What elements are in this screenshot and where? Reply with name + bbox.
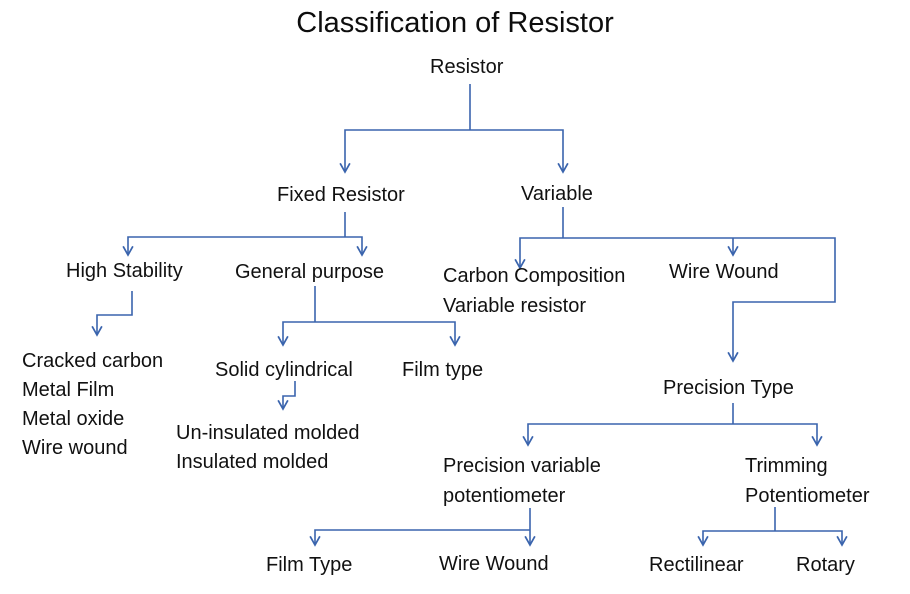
list-item-cracked-carbon: Cracked carbon — [22, 350, 164, 372]
connector-to-variable — [470, 129, 569, 174]
list-item-uninsulated-molded: Un-insulated molded — [176, 422, 360, 444]
node-trimming-line1: Trimming — [745, 455, 828, 477]
high-stability-type-list: Cracked carbon Metal Film Metal oxide Wi… — [22, 347, 163, 463]
solid-cylindrical-type-list: Un-insulated molded Insulated molded — [176, 419, 359, 477]
connector-to-film-type-pot — [309, 529, 530, 547]
list-item-metal-film: Metal Film — [22, 379, 115, 401]
node-precision-type: Precision Type — [663, 377, 794, 399]
node-fixed-resistor: Fixed Resistor — [277, 184, 405, 206]
node-precision-variable-line1: Precision variable — [443, 455, 601, 477]
page-title: Classification of Resistor — [296, 7, 614, 39]
node-trimming-line2: Potentiometer — [745, 485, 870, 507]
connector-to-trimming — [733, 423, 823, 447]
connector-to-fixed-resistor — [339, 129, 470, 174]
connector-high-stability-elbow — [91, 291, 133, 337]
node-rotary: Rotary — [796, 554, 855, 576]
node-resistor: Resistor — [430, 56, 504, 78]
connector-to-solid-cylindrical — [277, 321, 315, 347]
node-general-purpose: General purpose — [235, 261, 384, 283]
node-carbon-composition-line1: Carbon Composition — [443, 265, 626, 287]
node-trimming-potentiometer: Trimming Potentiometer — [745, 451, 870, 511]
connector-to-rectilinear — [697, 530, 775, 547]
connector-to-high-stability — [122, 236, 345, 257]
node-carbon-composition: Carbon Composition Variable resistor — [443, 261, 625, 321]
node-film-type-potentiometer: Film Type — [266, 554, 353, 576]
node-precision-variable-line2: potentiometer — [443, 485, 566, 507]
node-rectilinear: Rectilinear — [649, 554, 744, 576]
node-precision-variable-potentiometer: Precision variable potentiometer — [443, 451, 601, 511]
list-item-insulated-molded: Insulated molded — [176, 451, 329, 473]
connector-to-film-type — [315, 321, 461, 347]
connector-to-precision-type — [563, 237, 836, 363]
node-wire-wound-potentiometer: Wire Wound — [439, 553, 549, 575]
node-variable: Variable — [521, 183, 593, 205]
connector-to-rotary — [775, 530, 848, 547]
connector-to-general-purpose — [345, 236, 368, 257]
node-wire-wound-variable: Wire Wound — [669, 261, 779, 283]
node-film-type: Film type — [402, 359, 484, 381]
list-item-wire-wound: Wire wound — [22, 437, 128, 459]
list-item-metal-oxide: Metal oxide — [22, 408, 125, 430]
connector-solid-cylindrical-elbow — [277, 381, 296, 411]
connector-to-precision-variable — [522, 423, 733, 447]
node-carbon-composition-line2: Variable resistor — [443, 295, 587, 317]
node-high-stability: High Stability — [66, 260, 183, 282]
connector-to-carbon-composition — [514, 237, 563, 270]
node-solid-cylindrical: Solid cylindrical — [215, 359, 353, 381]
